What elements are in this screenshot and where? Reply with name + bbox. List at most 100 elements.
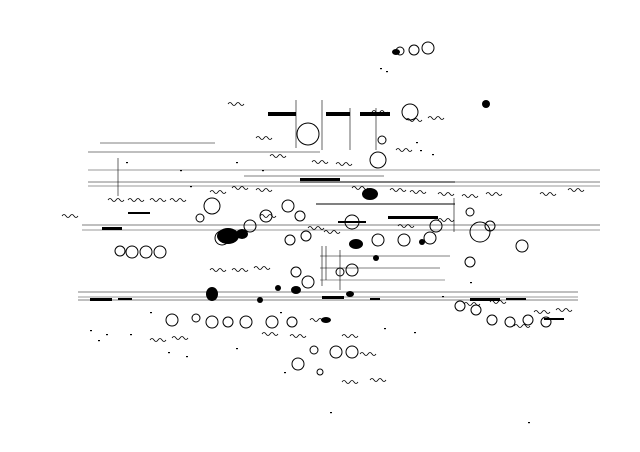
squiggle-mark	[209, 190, 227, 194]
ring-mark	[429, 219, 443, 233]
squiggle-mark	[169, 198, 187, 202]
ring-mark	[504, 316, 516, 328]
bar-mark	[360, 112, 390, 116]
squiggle-mark	[227, 102, 245, 106]
ink-blot	[373, 255, 379, 261]
ring-mark	[286, 316, 298, 328]
ink-blot	[349, 239, 363, 249]
speck-marks	[90, 68, 530, 424]
ink-blot	[482, 100, 490, 108]
ring-mark	[296, 122, 320, 146]
ring-mark	[454, 300, 466, 312]
ink-blots	[206, 49, 490, 323]
ring-mark	[469, 221, 491, 243]
bar-mark	[370, 298, 380, 300]
ring-mark	[397, 233, 411, 247]
ring-mark	[401, 103, 419, 121]
bar-mark	[268, 112, 296, 116]
speck-mark	[180, 170, 182, 172]
ring-mark	[345, 263, 359, 277]
ring-mark	[294, 210, 306, 222]
bar-mark	[326, 112, 350, 116]
circle-marks	[114, 41, 552, 376]
speck-mark	[186, 356, 188, 358]
squiggle-mark	[127, 198, 145, 202]
ring-mark	[203, 197, 221, 215]
ink-blot	[419, 239, 425, 245]
speck-mark	[236, 162, 238, 164]
ring-mark	[195, 213, 205, 223]
squiggle-mark	[335, 162, 353, 166]
ring-mark	[153, 245, 167, 259]
squiggle-mark	[513, 324, 531, 328]
speck-mark	[90, 330, 92, 332]
squiggle-mark	[555, 308, 573, 312]
bar-mark	[544, 318, 564, 320]
ring-mark	[114, 245, 126, 257]
squiggle-mark	[409, 190, 427, 194]
ring-mark	[139, 245, 153, 259]
ring-mark	[300, 230, 312, 242]
ring-mark	[165, 313, 179, 327]
bar-mark	[118, 298, 132, 300]
ink-blot	[206, 287, 218, 301]
squiggle-mark	[171, 336, 189, 340]
speck-mark	[280, 312, 282, 314]
ink-blot	[236, 229, 248, 239]
squiggle-mark	[149, 198, 167, 202]
squiggle-mark	[259, 214, 277, 218]
speck-mark	[126, 162, 128, 164]
speck-mark	[442, 296, 444, 298]
squiggle-marks	[61, 102, 585, 384]
ring-mark	[239, 315, 253, 329]
speck-mark	[528, 422, 530, 424]
squiggle-mark	[341, 334, 359, 338]
ring-mark	[540, 316, 552, 328]
squiggle-mark	[309, 318, 327, 322]
ring-mark	[222, 316, 234, 328]
speck-mark	[106, 334, 108, 336]
ink-blot	[346, 291, 354, 297]
squiggle-mark	[149, 338, 167, 342]
speck-mark	[330, 412, 332, 414]
squiggle-mark	[255, 188, 273, 192]
speck-mark	[432, 154, 434, 156]
speck-mark	[414, 332, 416, 334]
speck-mark	[150, 312, 152, 314]
speck-mark	[236, 348, 238, 350]
squiggle-mark	[463, 302, 481, 306]
squiggle-mark	[533, 310, 551, 314]
ring-mark	[515, 239, 529, 253]
ring-mark	[191, 313, 201, 323]
squiggle-mark	[209, 268, 227, 272]
squiggle-mark	[351, 186, 369, 190]
speck-mark	[98, 340, 100, 342]
squiggle-mark	[539, 192, 557, 196]
squiggle-mark	[231, 268, 249, 272]
ring-mark	[377, 135, 387, 145]
squiggle-mark	[61, 214, 79, 218]
speck-mark	[380, 68, 382, 70]
speck-mark	[470, 282, 472, 284]
speck-mark	[416, 142, 418, 144]
ring-mark	[329, 345, 343, 359]
ring-mark	[486, 314, 498, 326]
squiggle-mark	[437, 218, 455, 222]
ring-mark	[408, 44, 420, 56]
ring-mark	[125, 245, 139, 259]
squiggle-mark	[269, 154, 287, 158]
ring-mark	[484, 220, 496, 232]
ring-mark	[423, 231, 437, 245]
ink-blot	[217, 228, 239, 244]
speck-mark	[168, 352, 170, 354]
ring-mark	[309, 345, 319, 355]
ring-mark	[470, 304, 482, 316]
bar-marks	[90, 112, 564, 320]
bar-mark	[506, 298, 526, 300]
ring-mark	[281, 199, 295, 213]
squiggle-mark	[107, 198, 125, 202]
ring-mark	[464, 256, 476, 268]
ring-mark	[316, 368, 324, 376]
bar-mark	[128, 212, 150, 214]
